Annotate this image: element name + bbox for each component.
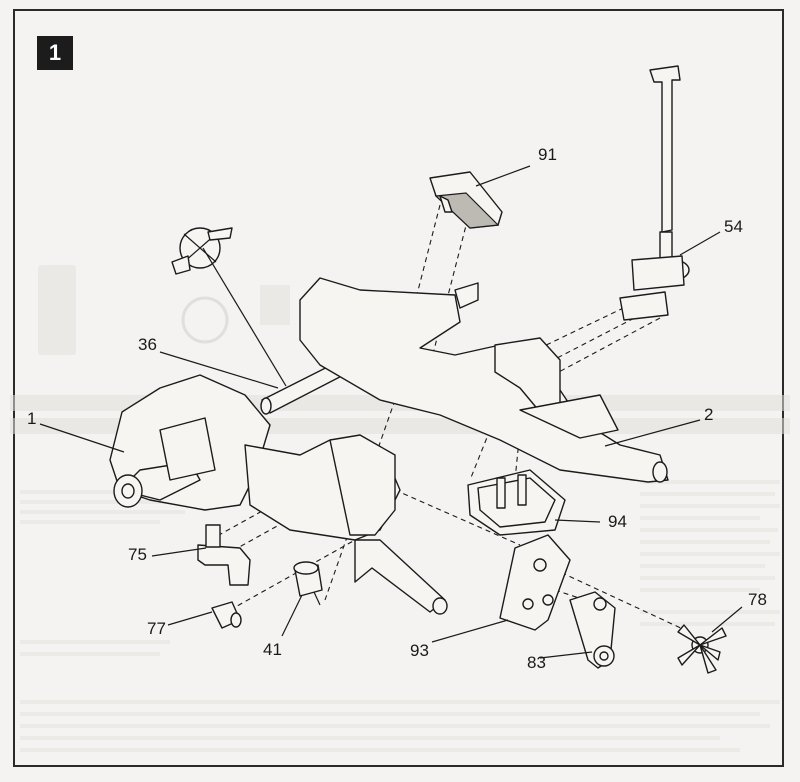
callout-1: 1 [27, 409, 36, 428]
part-1-gearbox-housing [109, 374, 271, 511]
callout-2: 2 [704, 405, 713, 424]
part-54-column-shaft [619, 65, 690, 321]
part-75-lever [197, 524, 251, 586]
callout-75: 75 [128, 545, 147, 564]
callout-41: 41 [263, 640, 282, 659]
part-93-plate [499, 534, 571, 631]
part-2-frame-chassis [299, 277, 669, 483]
part-41-canister [293, 561, 323, 606]
callout-36: 36 [138, 335, 157, 354]
callout-91: 91 [538, 145, 557, 164]
callout-77: 77 [147, 619, 166, 638]
universal-joint-part [171, 227, 233, 275]
callout-93: 93 [410, 641, 429, 660]
part-78-fan [677, 624, 727, 674]
part-77-fitting [211, 601, 242, 629]
callout-83: 83 [527, 653, 546, 672]
part-83-pulley-bracket [569, 591, 616, 669]
callout-labels: 1 2 36 41 54 75 77 78 83 91 93 94 [27, 145, 767, 672]
part-94-tray [467, 469, 566, 536]
center-bracket-assembly [244, 434, 448, 615]
callout-94: 94 [608, 512, 627, 531]
callout-78: 78 [748, 590, 767, 609]
callout-54: 54 [724, 217, 743, 236]
step-number-badge: 1 [37, 36, 73, 70]
part-91-bracket [429, 171, 503, 229]
step-frame [13, 9, 784, 767]
callout-leader-lines [39, 165, 743, 659]
